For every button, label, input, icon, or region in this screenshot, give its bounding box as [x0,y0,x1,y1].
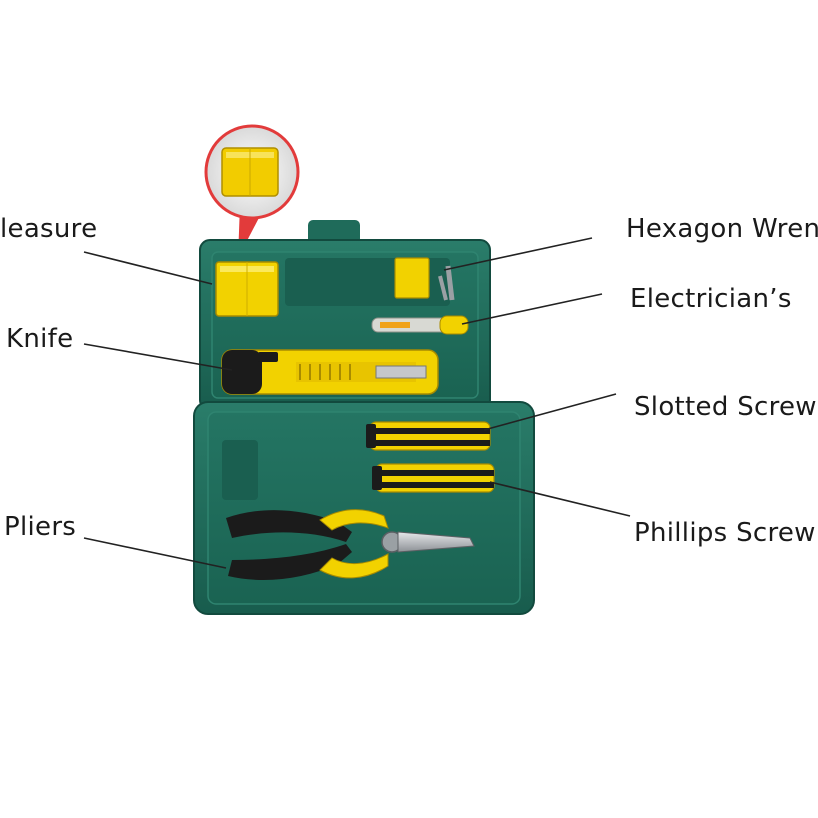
leader-knife [83,343,233,371]
utility-knife [221,349,439,395]
leader-phillips [489,481,631,517]
leader-slotted [483,393,617,431]
pliers [226,509,475,580]
leader-electricians [461,293,603,325]
case-lower-tray [193,401,535,615]
hexagon-wrench-set [348,257,455,301]
leader-pliers [83,537,227,569]
label-phillips-screw: Phillips Screw [634,518,816,548]
leader-hexagon [443,237,593,271]
zoom-bubble [204,124,300,258]
phillips-screwdriver [262,463,495,493]
label-slotted-screw: Slotted Screw [634,392,817,422]
label-electricians: Electrician’s [630,284,792,314]
label-knife: Knife [6,324,74,354]
tape-measure [215,261,279,317]
electricians-tester [280,315,469,335]
label-pliers: Pliers [4,512,77,542]
label-hexagon-wrench: Hexagon Wren [626,214,818,244]
label-measure: leasure [0,214,98,244]
leader-lines [83,237,631,569]
slotted-screwdriver [230,421,491,451]
leader-measure [83,251,213,285]
